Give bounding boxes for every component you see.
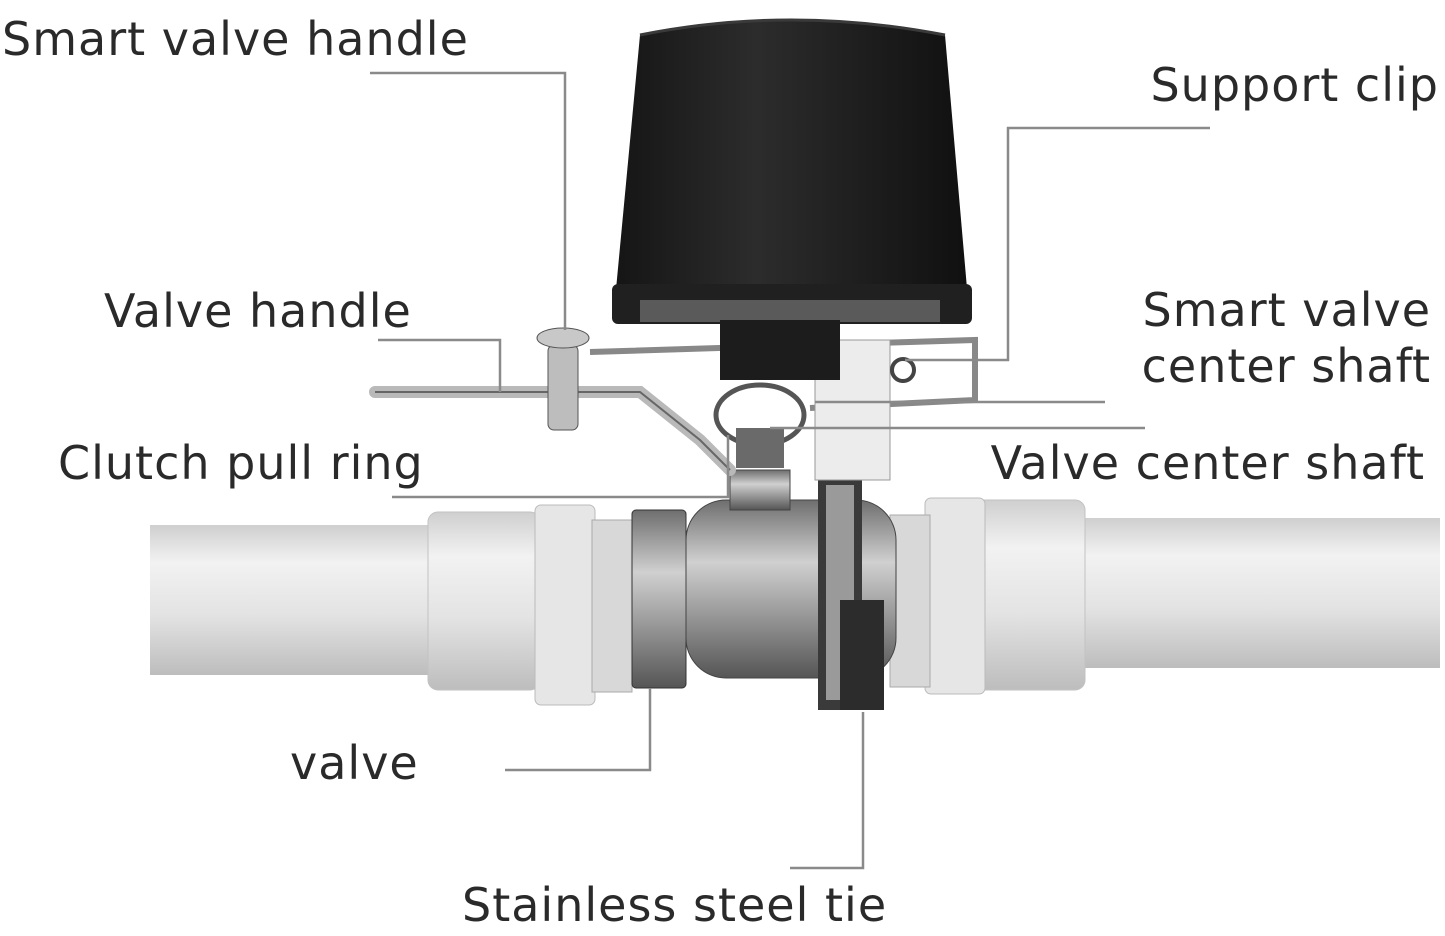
leader-support-clip (905, 126, 1210, 362)
stainless-steel-tie (818, 475, 884, 710)
leader-clutch-pull-ring (392, 435, 730, 499)
smart-valve-actuator (612, 18, 972, 380)
leader-lines (370, 71, 1210, 870)
label-smart-valve-handle: Smart valve handle (2, 12, 469, 66)
pipe (150, 497, 1440, 706)
label-valve-center-shaft: Valve center shaft (990, 436, 1425, 490)
label-stainless-steel-tie: Stainless steel tie (462, 878, 888, 932)
label-clutch-pull-ring: Clutch pull ring (58, 436, 424, 490)
label-smart-valve-center-shaft-line2: center shaft (1141, 339, 1431, 394)
label-valve-handle: Valve handle (104, 284, 412, 338)
leader-valve-handle (378, 338, 502, 392)
label-smart-valve-center-shaft: Smart valve center shaft (1142, 282, 1431, 394)
leader-valve (505, 688, 652, 772)
label-support-clip: Support clip (1150, 58, 1439, 112)
leader-smart-valve-handle (370, 71, 567, 330)
leader-stainless-steel-tie (790, 712, 865, 870)
label-smart-valve-center-shaft-line1: Smart valve (1142, 283, 1431, 337)
clutch-pull-ring (713, 382, 807, 468)
label-valve: valve (290, 736, 419, 790)
valve-handle-lever (369, 327, 736, 476)
